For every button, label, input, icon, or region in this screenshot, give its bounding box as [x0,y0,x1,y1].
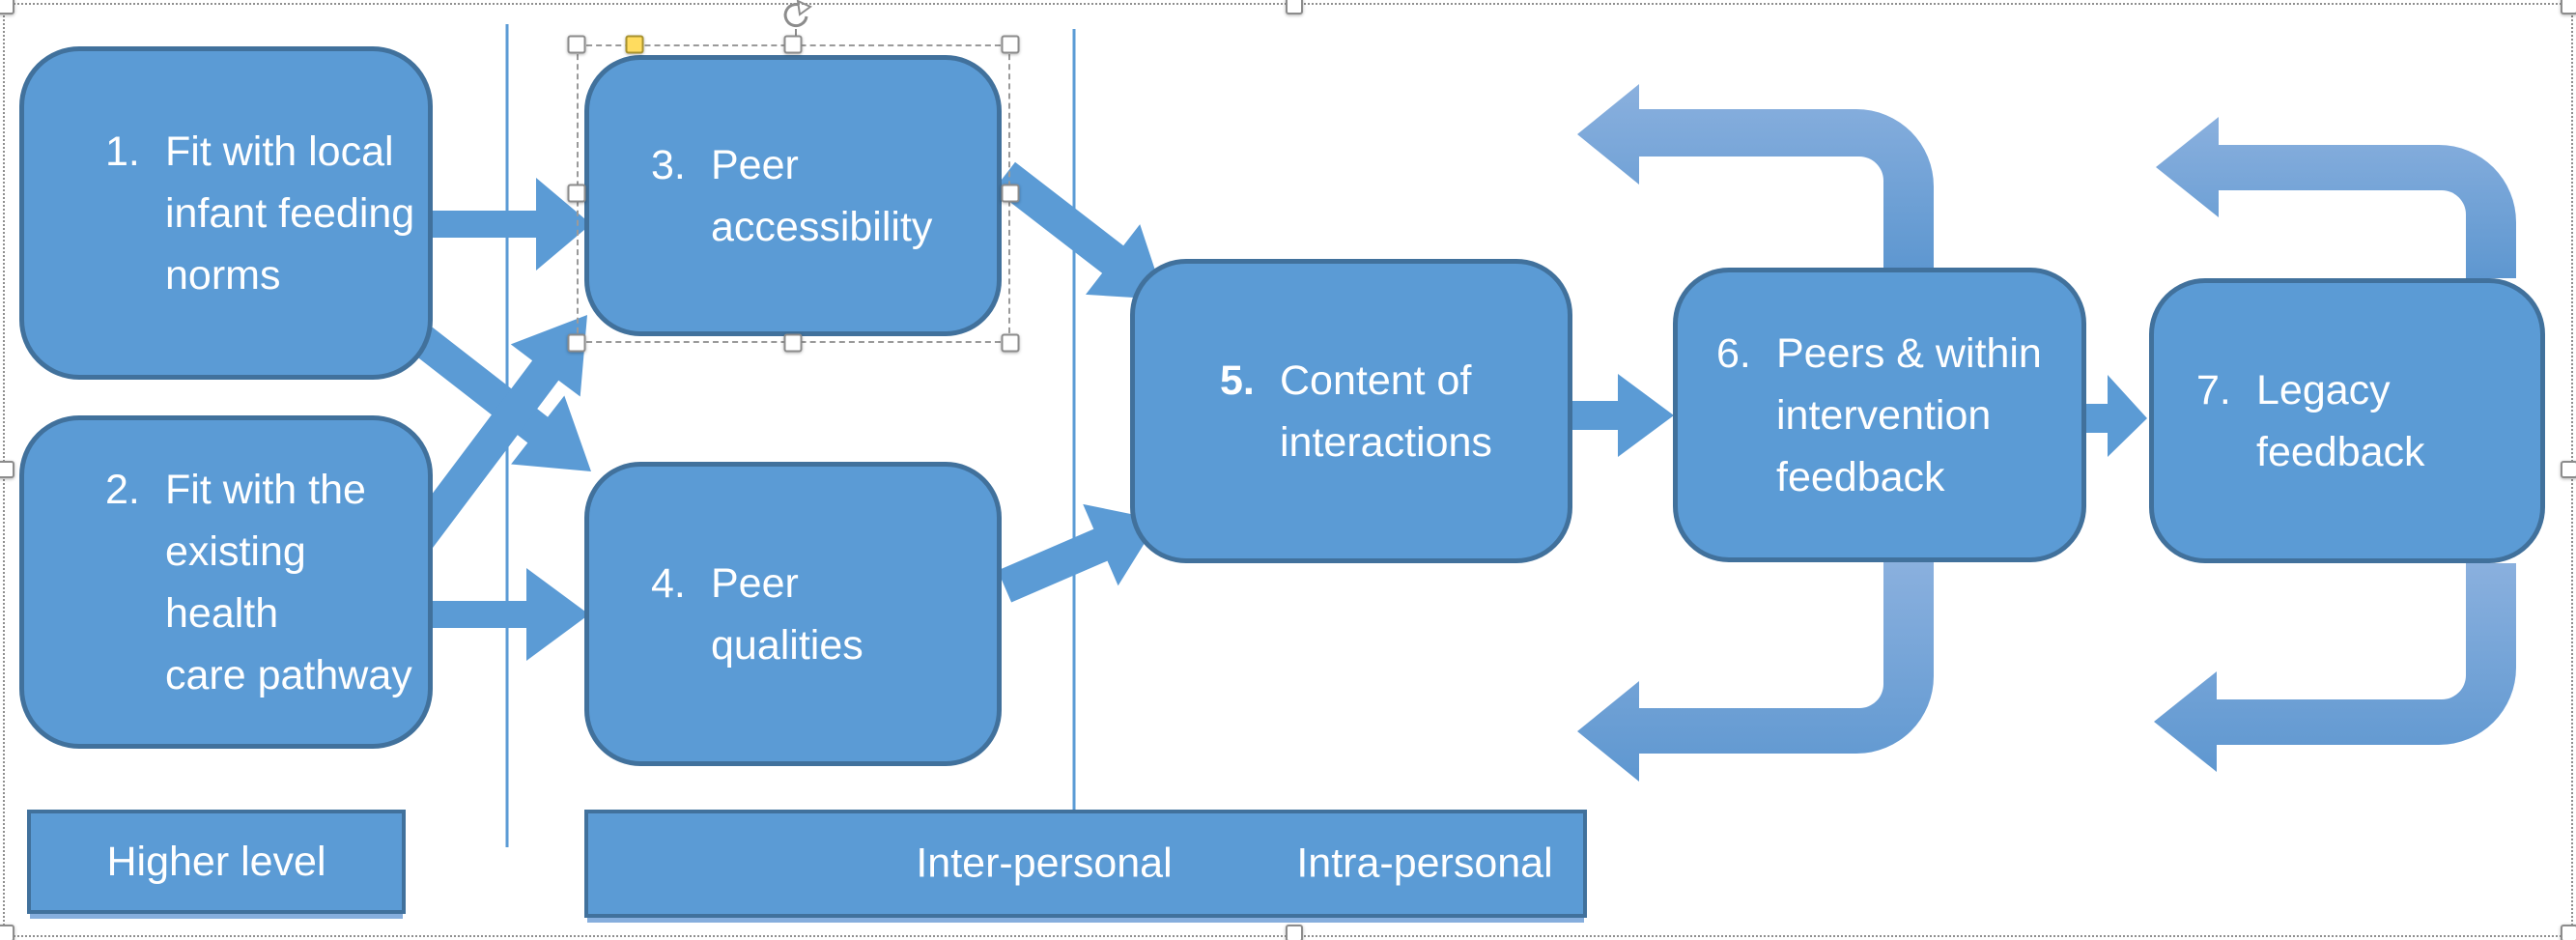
arrow-node5-to-node6[interactable] [1572,374,1674,457]
arrow-node1-to-node4[interactable] [407,323,591,471]
resize-handle-mid-left[interactable] [567,184,586,203]
node-5-content-of-interactions[interactable]: 5. Content of interactions [1130,259,1572,563]
node-3-peer-accessibility[interactable]: 3. Peer accessibility [584,55,1002,336]
feedback-arrow-node6-top[interactable] [1577,84,1934,268]
node-label: Content of interactions [1280,356,1492,466]
adjust-handle-yellow[interactable] [625,35,644,54]
arrow-node2-to-node3[interactable] [404,315,587,552]
node-number: 7. [2196,366,2231,413]
resize-handle-bottom-center[interactable] [783,333,803,353]
marquee-handle-top-right[interactable] [2561,0,2576,14]
resize-handle-bottom-left[interactable] [567,333,586,353]
arrow-node2-to-node4[interactable] [433,568,589,661]
node-6-peers-within-intervention-feedback[interactable]: 6. Peers & within intervention feedback [1673,268,2086,562]
node-label: Legacy feedback [2256,366,2425,475]
arrow-node4-to-node5[interactable] [997,503,1159,603]
node-number: 3. [651,141,686,188]
marquee-handle-bottom-center[interactable] [1286,925,1303,940]
feedback-arrow-node6-bottom[interactable] [1577,562,1934,782]
resize-handle-bottom-right[interactable] [1001,333,1020,353]
marquee-handle-bottom-left[interactable] [0,925,14,940]
node-number: 5. [1220,356,1255,404]
arrow-node3-to-node5[interactable] [994,161,1165,299]
resize-handle-top-center[interactable] [783,35,803,54]
node-1-fit-local-infant-feeding-norms[interactable]: 1. Fit with local infant feeding norms [19,46,433,380]
marquee-handle-mid-left[interactable] [0,461,14,478]
zone-label-box-personal[interactable]: Inter-personal Intra-personal [584,810,1587,918]
resize-handle-top-left[interactable] [567,35,586,54]
rotate-handle-icon[interactable] [775,0,817,33]
zone-label-intra-personal: Intra-personal [1296,840,1553,887]
marquee-handle-top-left[interactable] [0,0,14,14]
marquee-handle-bottom-right[interactable] [2561,925,2576,940]
node-number: 6. [1716,329,1751,377]
node-number: 2. [105,466,140,513]
feedback-arrow-node7-top[interactable] [2156,117,2516,278]
zone-label-inter-personal: Inter-personal [916,840,1173,887]
arrow-node1-to-node3[interactable] [433,178,591,271]
node-number: 1. [105,128,140,175]
node-label: Peer qualities [711,559,863,669]
node-4-peer-qualities[interactable]: 4. Peer qualities [584,462,1002,766]
node-label: Peers & within intervention feedback [1776,329,2042,500]
resize-handle-mid-right[interactable] [1001,184,1020,203]
node-2-fit-existing-health-care-pathway[interactable]: 2. Fit with the existing health care path… [19,415,433,749]
node-label: Fit with local infant feeding norms [165,128,415,299]
feedback-arrow-node7-bottom[interactable] [2154,563,2516,772]
resize-handle-top-right[interactable] [1001,35,1020,54]
zone-label-text: Higher level [106,838,326,885]
node-label: Fit with the existing health care pathwa… [165,466,412,698]
node-label: Peer accessibility [711,141,933,250]
marquee-handle-mid-right[interactable] [2561,461,2576,478]
arrow-node6-to-node7[interactable] [2086,375,2147,457]
zone-label-higher-level[interactable]: Higher level [27,810,406,914]
marquee-handle-top-center[interactable] [1286,0,1303,14]
node-number: 4. [651,559,686,607]
node-7-legacy-feedback[interactable]: 7. Legacy feedback [2149,278,2545,563]
